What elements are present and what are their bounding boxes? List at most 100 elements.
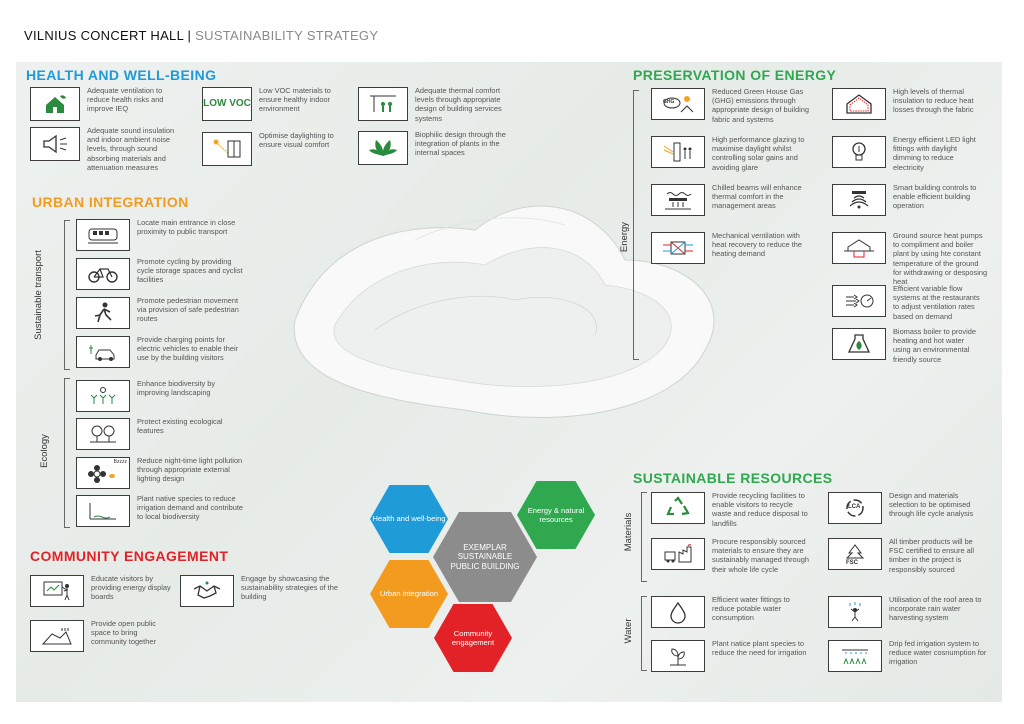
materials-label: Materials (623, 512, 634, 552)
page-title: VILNIUS CONCERT HALL | SUSTAINABILITY ST… (24, 28, 378, 43)
lca-label: LCA (848, 504, 861, 510)
pedestrian-icon (76, 297, 130, 329)
display-board-icon (30, 575, 84, 607)
health-section-title: HEALTH AND WELL-BEING (26, 67, 217, 83)
plant-icon (651, 640, 705, 672)
energy-label: Energy (619, 221, 630, 253)
health-item-text: Biophilic design through the integration… (415, 130, 506, 158)
resources-item-text: Design and materials selection to be opt… (889, 491, 974, 519)
energy-item: Smart building controls to enable effici… (832, 183, 983, 216)
ghg-icon: GHG (651, 88, 705, 120)
health-item-daylight: Optimise daylighting to ensure visual co… (202, 131, 347, 166)
electric-car-icon (76, 336, 130, 368)
ecology-item: Bzzzz Reduce night-time light pollution … (76, 456, 249, 489)
glazing-icon (651, 136, 705, 168)
daylight-icon (202, 132, 252, 166)
resources-item: Provide recycling facilities to enable v… (651, 491, 812, 528)
energy-item-text: Mechanical ventilation with heat recover… (712, 231, 802, 259)
community-section-title: COMMUNITY ENGAGEMENT (30, 548, 229, 564)
variable-flow-icon (832, 285, 886, 317)
ecology-label: Ecology (39, 434, 50, 468)
health-item-text: Adequate sound insulation and indoor amb… (87, 126, 175, 172)
community-item-text: Engage by showcasing the sustainability … (241, 574, 338, 602)
ecology-item-text: Plant native species to reduce irrigatio… (137, 494, 243, 522)
resources-item: LCA Design and materials selection to be… (828, 491, 989, 524)
chilled-beam-icon (651, 184, 705, 216)
transport-item-text: Locate main entrance in close proximity … (137, 218, 236, 237)
lca-icon: LCA (828, 492, 882, 524)
recycle-icon (651, 492, 705, 524)
health-item-thermal: Adequate thermal comfort levels through … (358, 86, 515, 123)
health-item-biophilic: Biophilic design through the integration… (358, 130, 515, 165)
energy-item: Ground source heat pumps to compliment a… (832, 231, 988, 287)
energy-bracket (633, 90, 639, 360)
hexagon-energy-label: Energy & natural resources (527, 505, 585, 525)
energy-section-title: PRESERVATION OF ENERGY (633, 67, 837, 83)
community-item: Engage by showcasing the sustainability … (180, 574, 341, 607)
heat-pump-icon (832, 232, 886, 264)
resources-item-text: All timber products will be FSC certifie… (889, 537, 975, 574)
energy-item-text: Efficient variable flow systems at the r… (893, 284, 980, 321)
health-item-low-voc: LOW VOC Low VOC materials to ensure heal… (202, 86, 347, 121)
transport-item-text: Promote pedestrian movement via provisio… (137, 296, 239, 324)
fsc-label: FSC (846, 560, 858, 566)
health-item-text: Optimise daylighting to ensure visual co… (259, 131, 334, 150)
heat-recovery-icon (651, 232, 705, 264)
resources-item-text: Efficient water fittings to reduce potab… (712, 595, 790, 623)
fsc-icon: FSC (828, 538, 882, 570)
resources-item: Procure responsibly sourced materials to… (651, 537, 812, 574)
health-item-text: Adequate thermal comfort levels through … (415, 86, 502, 123)
ecology-bracket (64, 378, 70, 528)
resources-item-text: Drip fed irrigation system to reduce wat… (889, 639, 987, 667)
title-separator: | (183, 28, 196, 43)
community-item-text: Provide open public space to bring commu… (91, 619, 156, 647)
energy-item: Biomass boiler to provide heating and ho… (832, 327, 983, 364)
energy-item: GHG Reduced Green House Gas (GHG) emissi… (651, 87, 812, 124)
ecology-item-text: Protect existing ecological features (137, 417, 223, 436)
urban-section-title: URBAN INTEGRATION (32, 194, 189, 210)
community-item-text: Educate visitors by providing energy dis… (91, 574, 171, 602)
train-icon (76, 219, 130, 251)
energy-item: Energy efficient LED light fittings with… (832, 135, 983, 172)
speaker-icon (30, 127, 80, 161)
energy-item-text: Ground source heat pumps to compliment a… (893, 231, 988, 287)
resources-item-text: Utilisation of the roof area to incorpor… (889, 595, 982, 623)
water-bracket (641, 596, 647, 671)
rainwater-icon (828, 596, 882, 628)
energy-item: High performance glazing to maximise day… (651, 135, 812, 172)
thermal-comfort-icon (358, 87, 408, 121)
health-item-sound: Adequate sound insulation and indoor amb… (30, 126, 182, 172)
hexagon-center-label: EXEMPLAR SUSTAINABLE PUBLIC BUILDING (450, 542, 520, 571)
responsible-sourcing-icon (651, 538, 705, 570)
resources-item-text: Procure responsibly sourced materials to… (712, 537, 809, 574)
resources-item-text: Provide recycling facilities to enable v… (712, 491, 808, 528)
hexagon-urban-label: Urban integration (379, 589, 439, 599)
insulated-house-icon (832, 88, 886, 120)
energy-item-text: High performance glazing to maximise day… (712, 135, 805, 172)
resources-item: Plant natice plant species to reduce the… (651, 639, 812, 672)
transport-item: Provide charging points for electric veh… (76, 335, 249, 368)
health-item-text: Adequate ventilation to reduce health ri… (87, 86, 164, 114)
public-space-icon (30, 620, 84, 652)
hexagon-health-label: Health and well-being (372, 514, 446, 524)
resources-item: Efficient water fittings to reduce potab… (651, 595, 812, 628)
trees-icon (76, 418, 130, 450)
energy-item-text: Smart building controls to enable effici… (893, 183, 977, 211)
transport-item-text: Provide charging points for electric veh… (137, 335, 239, 363)
health-item-ventilation: Adequate ventilation to reduce health ri… (30, 86, 182, 121)
energy-item-text: Energy efficient LED light fittings with… (893, 135, 976, 172)
biomass-icon (832, 328, 886, 360)
ecology-item: Protect existing ecological features (76, 417, 227, 450)
community-item: Provide open public space to bring commu… (30, 619, 171, 652)
low-voc-icon: LOW VOC (202, 87, 252, 121)
transport-item-text: Promote cycling by providing cycle stora… (137, 257, 243, 285)
transport-bracket (64, 220, 70, 370)
transport-item: Promote cycling by providing cycle stora… (76, 257, 249, 290)
energy-item: Efficient variable flow systems at the r… (832, 284, 983, 321)
flower-bee-icon: Bzzzz (76, 457, 130, 489)
ecology-item-text: Enhance biodiversity by improving landsc… (137, 379, 216, 398)
smart-control-icon (832, 184, 886, 216)
landscape-icon (76, 380, 130, 412)
transport-item: Promote pedestrian movement via provisio… (76, 296, 249, 329)
energy-item: Mechanical ventilation with heat recover… (651, 231, 812, 264)
